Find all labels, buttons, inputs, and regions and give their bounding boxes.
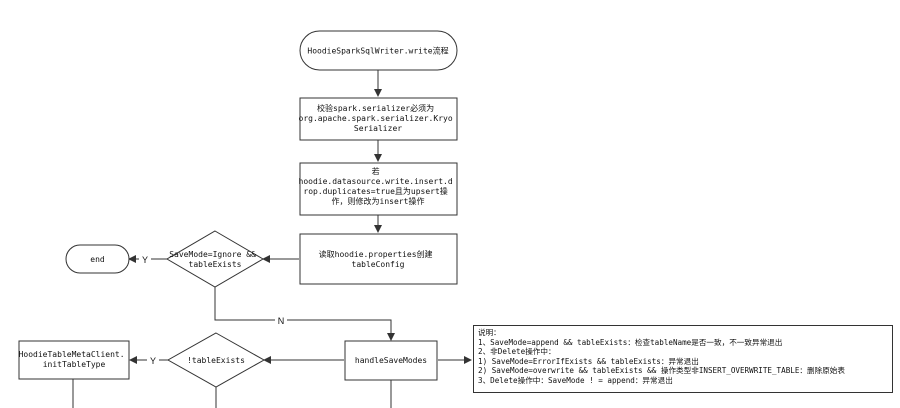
note-line-2: 1、SaveMode=append && tableExists：检查table…: [478, 337, 783, 347]
svg-text:若 hoodie.datasource.write.: 若 hoodie.datasource.write.insert.d rop.d…: [299, 166, 458, 206]
step-init-table-type: [18, 340, 130, 380]
decision-not-table-exists: [166, 332, 266, 388]
start-terminator: [299, 30, 458, 71]
svg-text:HoodieTableMetaClient. ini: HoodieTableMetaClient. initTableType: [19, 350, 130, 369]
decision2-label: !tableExists: [187, 356, 245, 365]
decision-ignore-table-exists: [166, 230, 264, 288]
step1-line-1: 校验spark.serializer必须为: [317, 103, 434, 113]
step5-line-2: initTableType: [43, 360, 106, 369]
note-line-5: 2) SaveMode=overwrite && tableExists && …: [478, 366, 845, 376]
edge-label-no1: N: [278, 316, 285, 326]
decision1-line-2: tableExists: [189, 260, 242, 269]
step-validate-serializer: [299, 97, 458, 141]
edge-label-yes1: Y: [142, 255, 148, 265]
end-label: end: [90, 255, 105, 264]
step5-line-1: HoodieTableMetaClient.: [19, 350, 125, 359]
svg-text:读取hoodie.properties创建 tabl: 读取hoodie.properties创建 tableConfig: [319, 249, 438, 269]
step2-line-4: 作，则修改为insert操作: [332, 196, 425, 206]
step-read-hoodie-properties: [299, 233, 458, 285]
step-insert-drop-duplicates: [299, 162, 458, 216]
end-terminator: [65, 244, 130, 274]
step-handle-save-modes: [344, 340, 438, 381]
step4-label: handleSaveModes: [355, 356, 427, 365]
step2-line-2: hoodie.datasource.write.insert.d: [299, 177, 453, 186]
svg-text:SaveMode=Ignore && tableEx: SaveMode=Ignore && tableExists: [169, 250, 261, 269]
note-line-4: 1) SaveMode=ErrorIfExists && tableExists…: [478, 356, 699, 366]
svg-text:校验spark.serializer必须为 org.: 校验spark.serializer必须为 org.apache.spark.s…: [299, 103, 458, 133]
edge-decision1-to-step4-no: [214, 287, 395, 341]
step3-line-2: tableConfig: [352, 260, 405, 269]
step1-line-3: Serializer: [354, 124, 402, 133]
edge-label-yes2: Y: [150, 356, 156, 366]
step2-line-3: rop.duplicates=true且为upsert操: [303, 186, 447, 196]
note-line-1: 说明：: [478, 328, 501, 337]
decision1-line-1: SaveMode=Ignore &&: [169, 250, 256, 259]
start-label: HoodieSparkSqlWriter.write流程: [307, 46, 448, 56]
step3-line-1: 读取hoodie.properties创建: [319, 249, 433, 259]
note-line-6: 3、Delete操作中：SaveMode ! = append：异常退出: [478, 375, 673, 385]
step1-line-2: org.apache.spark.serializer.Kryo: [299, 114, 453, 123]
note-line-3: 2、非Delete操作中：: [478, 347, 556, 357]
save-mode-note: 说明： 1、SaveMode=append && tableExists：检查t…: [473, 325, 893, 393]
step2-line-1: 若: [372, 166, 380, 176]
